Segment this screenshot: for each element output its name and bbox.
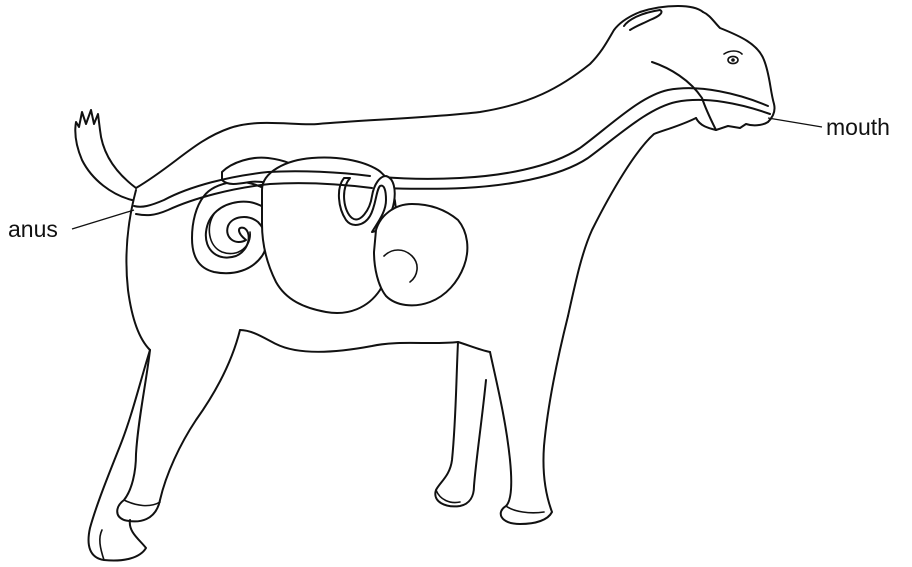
goat-horn bbox=[624, 10, 662, 30]
label-anus: anus bbox=[8, 216, 58, 242]
anus-leader-line bbox=[72, 210, 134, 229]
goat-hoof-near-front bbox=[436, 490, 460, 503]
goat-hind-leg-far bbox=[89, 350, 150, 561]
label-mouth: mouth bbox=[826, 114, 890, 140]
goat-belly bbox=[240, 330, 458, 352]
goat-hoof-far bbox=[100, 530, 104, 560]
goat-hind-leg-near bbox=[117, 330, 240, 521]
label-mouth-group: mouth bbox=[768, 114, 890, 140]
abomasum bbox=[374, 204, 467, 305]
goat-hoof-front bbox=[506, 506, 544, 513]
goat-front-leg-far bbox=[490, 316, 568, 524]
oesophagus-lower-wall bbox=[372, 100, 770, 189]
goat-hoof-hind bbox=[124, 500, 160, 506]
goat-brow bbox=[724, 51, 742, 54]
goat-pupil bbox=[731, 58, 735, 62]
goat-throat bbox=[568, 118, 696, 316]
goat-ear bbox=[652, 62, 716, 130]
digestive-system bbox=[134, 88, 770, 313]
goat-tail bbox=[75, 110, 136, 200]
mouth-leader-line bbox=[768, 118, 822, 127]
label-anus-group: anus bbox=[8, 210, 134, 242]
goat-front-leg-near bbox=[435, 342, 490, 506]
goat-back-line bbox=[136, 6, 703, 188]
oesophagus-upper-wall bbox=[370, 88, 768, 179]
